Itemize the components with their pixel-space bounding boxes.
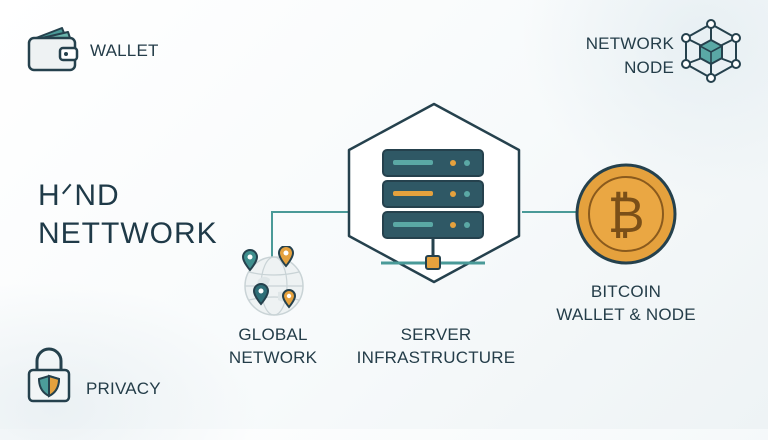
map-pin-icon bbox=[241, 248, 259, 272]
title-line-1: HᐟND bbox=[38, 179, 120, 212]
server-label-line2: INFRASTRUCTURE bbox=[356, 347, 516, 367]
network-node-label: NETWORK NODE bbox=[578, 34, 674, 77]
padlock-shield-icon bbox=[26, 346, 72, 404]
privacy-label: PRIVACY bbox=[86, 379, 161, 398]
bitcoin-label-line2: WALLET & NODE bbox=[556, 304, 696, 324]
globe-pins-icon bbox=[238, 246, 310, 320]
bitcoin-coin-icon: ₿ bbox=[574, 162, 678, 266]
network-node-label-line2: NODE bbox=[624, 57, 674, 77]
bitcoin-label: BITCOIN WALLET & NODE bbox=[548, 282, 704, 324]
server-unit bbox=[382, 211, 484, 239]
global-network-label: GLOBAL NETWORK bbox=[222, 325, 324, 367]
server-label-line1: SERVER bbox=[400, 325, 472, 344]
bitcoin-symbol: ₿ bbox=[607, 186, 644, 244]
bitcoin-label-line1: BITCOIN bbox=[590, 282, 662, 301]
background-glow bbox=[0, 280, 260, 440]
network-node-label-line1: NETWORK bbox=[585, 34, 674, 53]
connector-lines bbox=[271, 211, 580, 262]
wallet-label: WALLET bbox=[90, 41, 159, 60]
global-network-label-line2: NETWORK bbox=[228, 347, 318, 367]
server-unit bbox=[382, 180, 484, 208]
connector-global-server bbox=[271, 211, 348, 262]
map-pin-icon bbox=[281, 288, 297, 309]
server-infrastructure-label: SERVER INFRASTRUCTURE bbox=[338, 325, 534, 367]
title-line-2: NETTWORK bbox=[38, 217, 218, 250]
global-network-label-line1: GLOBAL bbox=[238, 325, 308, 344]
wallet-icon bbox=[26, 24, 80, 74]
map-pin-icon bbox=[277, 246, 295, 268]
server-unit bbox=[382, 149, 484, 177]
network-node-icon bbox=[678, 18, 744, 84]
map-pin-icon bbox=[252, 282, 270, 306]
server-rack-icon bbox=[343, 100, 525, 286]
